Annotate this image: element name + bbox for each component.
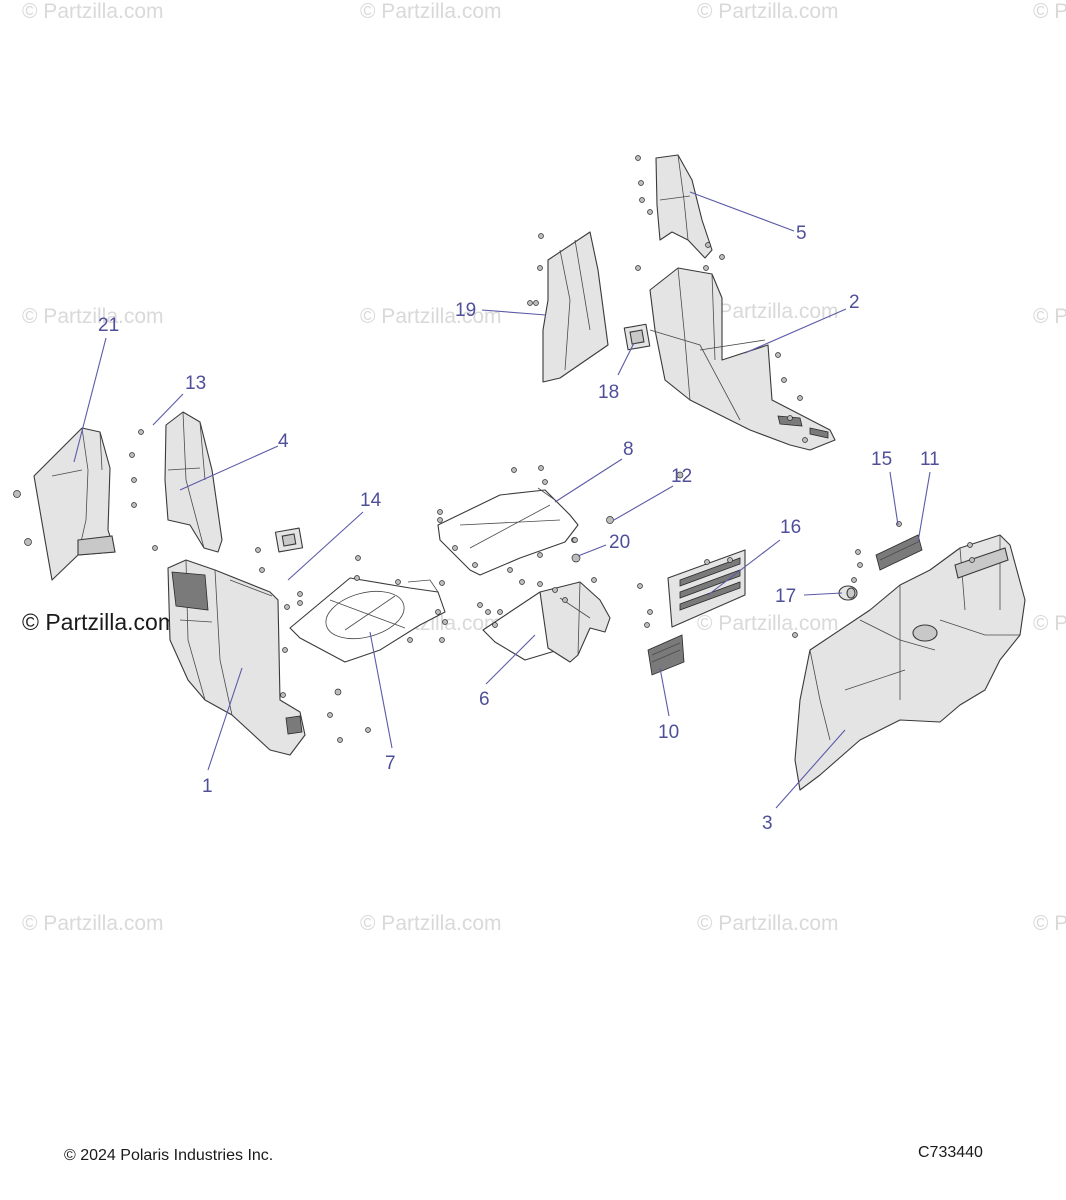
part-12-fastener bbox=[606, 471, 684, 524]
callout-16: 16 bbox=[780, 517, 801, 538]
part-16-grille-panel bbox=[637, 549, 746, 628]
watermark: © Partzilla.com bbox=[360, 305, 502, 328]
leader-8 bbox=[554, 458, 623, 503]
watermark: © P bbox=[1033, 612, 1066, 635]
leader-21 bbox=[73, 337, 107, 463]
part-10-grille bbox=[647, 634, 685, 676]
part-1-floor-sill bbox=[167, 547, 371, 756]
callout-10: 10 bbox=[658, 722, 679, 743]
callout-19: 20 bbox=[609, 532, 630, 553]
callout-18: 18 bbox=[598, 382, 619, 403]
leader-11 bbox=[917, 471, 931, 543]
leader-18 bbox=[617, 342, 635, 376]
watermark-prominent: © Partzilla.com bbox=[22, 609, 177, 635]
callout-17: 17 bbox=[775, 586, 796, 607]
part-8-floor-plate bbox=[437, 465, 579, 576]
leader-16 bbox=[707, 539, 781, 596]
callout-14: 14 bbox=[360, 490, 382, 511]
leader-15 bbox=[889, 471, 899, 526]
part-17-plug bbox=[838, 585, 858, 601]
callout-21: 21 bbox=[98, 315, 119, 336]
callout-12: 12 bbox=[671, 466, 692, 487]
part-11-grille bbox=[875, 534, 923, 571]
watermark: © Partzilla.com bbox=[697, 0, 839, 23]
watermark: © Partzilla.com bbox=[697, 612, 839, 635]
leader-6 bbox=[485, 634, 536, 685]
callout-4: 4 bbox=[278, 431, 289, 452]
watermark: © P bbox=[1033, 0, 1066, 23]
leader-12 bbox=[613, 485, 674, 521]
leader-4 bbox=[179, 445, 279, 491]
part-7-floor-plate bbox=[289, 555, 448, 663]
leader-1 bbox=[207, 667, 243, 771]
watermark: © Partzilla.com bbox=[697, 912, 839, 935]
callout-3: 3 bbox=[762, 813, 773, 834]
callout-13: 13 bbox=[185, 373, 206, 394]
leader-7 bbox=[369, 631, 393, 749]
leader-20 bbox=[481, 309, 547, 316]
copyright-text: © 2024 Polaris Industries Inc. bbox=[64, 1147, 273, 1164]
callout-7: 7 bbox=[385, 753, 396, 774]
leader-14 bbox=[287, 511, 364, 581]
watermark: © Partzilla.com bbox=[22, 0, 164, 23]
leader-17 bbox=[803, 592, 843, 596]
callout-5: 5 bbox=[796, 223, 807, 244]
leader-13 bbox=[152, 393, 184, 426]
watermark: © Partzilla.com bbox=[697, 300, 839, 323]
leader-2 bbox=[744, 308, 847, 354]
watermark: © Partzilla.com bbox=[360, 0, 502, 23]
part-20-upper-panel bbox=[527, 231, 609, 383]
callout-8: 8 bbox=[623, 439, 634, 460]
leader-10 bbox=[659, 667, 670, 717]
callout-11: 11 bbox=[920, 449, 940, 470]
callout-numbers: 21 13 4 14 1 7 6 8 12 20 16 10 15 11 17 … bbox=[98, 223, 940, 834]
watermark: © Partzilla.com bbox=[360, 912, 502, 935]
part-3-rear-tub bbox=[792, 534, 1026, 791]
part-19-fastener bbox=[571, 537, 581, 563]
callout-15: 15 bbox=[871, 449, 892, 470]
callout-6: 6 bbox=[479, 689, 490, 710]
watermark: © Partzilla.com bbox=[22, 305, 164, 328]
callout-2: 2 bbox=[849, 292, 860, 313]
part-14-clip bbox=[274, 527, 304, 553]
part-2-right-floor bbox=[635, 265, 836, 451]
part-18-clip bbox=[623, 323, 651, 351]
leader-3 bbox=[775, 729, 846, 809]
leader-19 bbox=[577, 544, 607, 557]
part-21-side-panel bbox=[13, 427, 116, 581]
callout-20: 19 bbox=[455, 300, 476, 321]
watermark: © P bbox=[1033, 305, 1066, 328]
callout-1: 1 bbox=[202, 776, 213, 797]
leader-5 bbox=[689, 191, 795, 232]
diagram-code: C733440 bbox=[918, 1144, 983, 1161]
watermark: © Partzilla.com bbox=[22, 912, 164, 935]
part-6-tunnel-cover bbox=[477, 577, 611, 663]
watermark: © P bbox=[1033, 912, 1066, 935]
part-5-pillar-panel bbox=[635, 154, 725, 260]
part-4-side-panel bbox=[129, 411, 223, 553]
leader-lines bbox=[73, 191, 931, 809]
